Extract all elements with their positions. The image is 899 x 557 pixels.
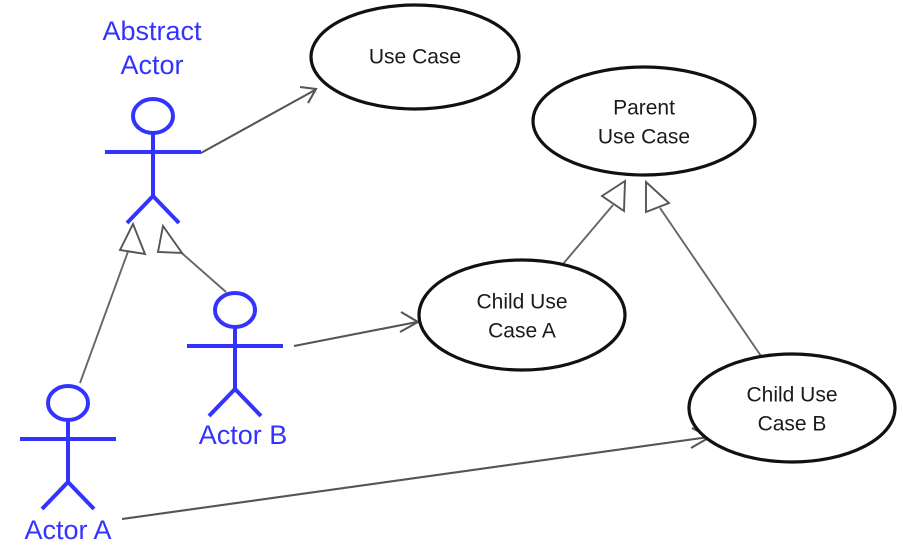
actor-leg-left — [40, 480, 70, 511]
actor-label-line-1: Abstract — [102, 16, 202, 46]
actor-node-abstract-actor[interactable]: Abstract Actor — [102, 16, 202, 225]
use-case-label-line-2: Use Case — [598, 126, 690, 149]
use-case-ellipse — [531, 65, 757, 177]
use-case-ellipse — [309, 3, 521, 111]
actor-label: Actor B — [199, 420, 288, 450]
use-case-label: Use Case — [369, 46, 461, 69]
actor-label-line-2: Actor — [120, 50, 183, 80]
hollow-triangle-arrowhead-icon — [156, 223, 184, 255]
use-case-ellipse — [687, 352, 897, 464]
use-case-node-child-use-case-a[interactable]: Child Use Case A — [417, 258, 627, 372]
use-case-label-line-1: Child Use — [746, 384, 837, 407]
actor-stick-figure-icon — [187, 291, 283, 418]
actor-leg-left — [207, 387, 237, 418]
association-line — [200, 89, 316, 154]
association-line — [293, 320, 418, 348]
hollow-triangle-arrowhead-icon — [645, 179, 671, 214]
actor-head-icon — [131, 97, 175, 135]
association-line — [121, 435, 710, 521]
use-case-node-child-use-case-b[interactable]: Child Use Case B — [687, 352, 897, 464]
generalization-line — [175, 247, 227, 293]
open-arrowhead-icon — [399, 311, 421, 333]
use-case-label-line-1: Child Use — [476, 291, 567, 314]
use-case-label-line-2: Case B — [758, 413, 827, 436]
relationship-actor-a-to-abstract-actor[interactable] — [79, 221, 147, 384]
relationship-actor-b-to-child-use-case-a[interactable] — [293, 311, 421, 348]
use-case-node-use-case[interactable]: Use Case — [309, 3, 521, 111]
actor-head-icon — [46, 384, 90, 422]
actor-stick-figure-icon — [20, 384, 116, 511]
actor-leg-right — [66, 480, 96, 511]
relationship-child-a-to-parent-use-case[interactable] — [562, 179, 627, 265]
actor-stick-figure-icon — [105, 97, 201, 225]
actor-node-actor-a[interactable]: Actor A — [20, 384, 116, 545]
open-arrowhead-icon — [299, 85, 318, 104]
use-case-label-line-1: Parent — [613, 97, 675, 120]
actor-leg-right — [233, 387, 263, 418]
use-case-label-line-2: Case A — [488, 320, 556, 343]
actor-head-icon — [213, 291, 257, 329]
relationship-actor-b-to-abstract-actor[interactable] — [156, 223, 227, 293]
relationship-child-b-to-parent-use-case[interactable] — [645, 179, 762, 357]
use-case-ellipse — [417, 258, 627, 372]
actor-leg-right — [151, 194, 181, 225]
relationship-abstract-actor-to-use-case[interactable] — [200, 85, 318, 154]
generalization-line — [659, 207, 762, 357]
actor-node-actor-b[interactable]: Actor B — [187, 291, 288, 450]
hollow-triangle-arrowhead-icon — [118, 221, 147, 256]
hollow-triangle-arrowhead-icon — [600, 179, 627, 213]
use-case-node-parent-use-case[interactable]: Parent Use Case — [531, 65, 757, 177]
actor-leg-left — [125, 194, 155, 225]
generalization-line — [562, 204, 614, 265]
generalization-line — [79, 245, 131, 384]
actor-label: Actor A — [24, 515, 111, 545]
